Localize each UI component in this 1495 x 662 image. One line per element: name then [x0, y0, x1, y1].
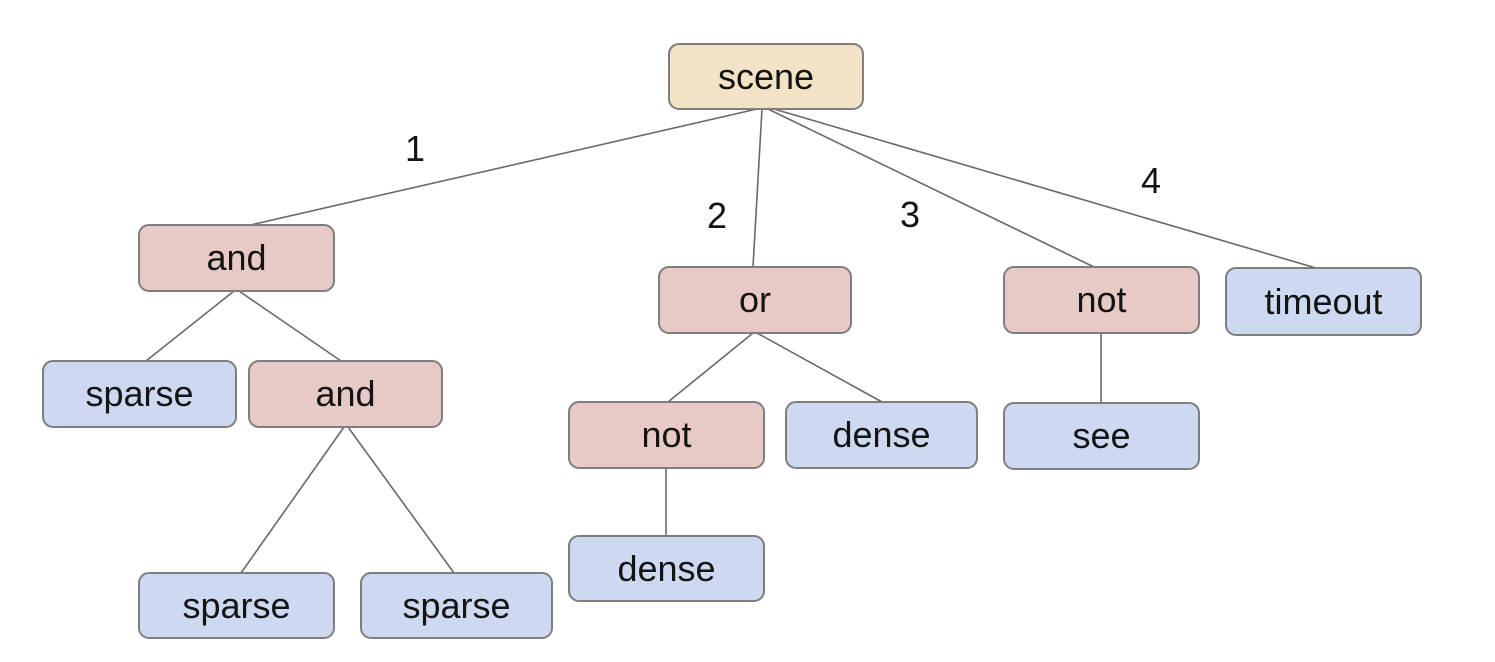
- node-dense-1: dense: [785, 401, 978, 469]
- edge-scene-and: [245, 108, 758, 227]
- node-label: sparse: [85, 373, 194, 414]
- edge-label-1: 1: [404, 128, 426, 169]
- edge-and2-sparse3: [347, 426, 455, 574]
- node-timeout: timeout: [1225, 267, 1422, 336]
- edge-label-2: 2: [706, 195, 728, 236]
- node-label: or: [738, 279, 771, 320]
- node-sparse-3: sparse: [360, 572, 553, 639]
- node-label: timeout: [1264, 280, 1383, 322]
- edge-or-not: [667, 332, 754, 403]
- node-label: sparse: [402, 584, 511, 626]
- edge-and-sparse: [145, 290, 235, 362]
- node-sparse-1: sparse: [42, 360, 237, 428]
- node-and-2: and: [248, 360, 443, 428]
- node-sparse-2: sparse: [138, 572, 335, 639]
- node-or: or: [658, 266, 852, 334]
- node-label: and: [315, 373, 376, 414]
- edge-scene-or: [752, 108, 763, 268]
- node-scene: scene: [668, 43, 864, 110]
- node-label: dense: [617, 547, 716, 589]
- node-label: scene: [717, 55, 815, 97]
- node-and-1: and: [138, 224, 335, 292]
- node-see: see: [1003, 402, 1200, 470]
- node-label: not: [641, 414, 692, 455]
- edge-scene-not: [767, 108, 1095, 268]
- edge-label-4: 4: [1140, 160, 1162, 201]
- node-label: not: [1076, 279, 1127, 320]
- node-label: dense: [832, 414, 931, 455]
- node-not-1: not: [1003, 266, 1200, 334]
- edge-label-3: 3: [899, 194, 921, 235]
- edge-and2-sparse2: [240, 426, 345, 574]
- node-not-2: not: [568, 401, 765, 469]
- node-label: sparse: [182, 584, 291, 626]
- edge-scene-timeout: [773, 108, 1317, 269]
- edge-and-and: [238, 290, 342, 362]
- node-dense-2: dense: [568, 535, 765, 602]
- edge-or-dense: [756, 332, 883, 403]
- node-label: see: [1072, 415, 1131, 456]
- node-label: and: [206, 237, 267, 278]
